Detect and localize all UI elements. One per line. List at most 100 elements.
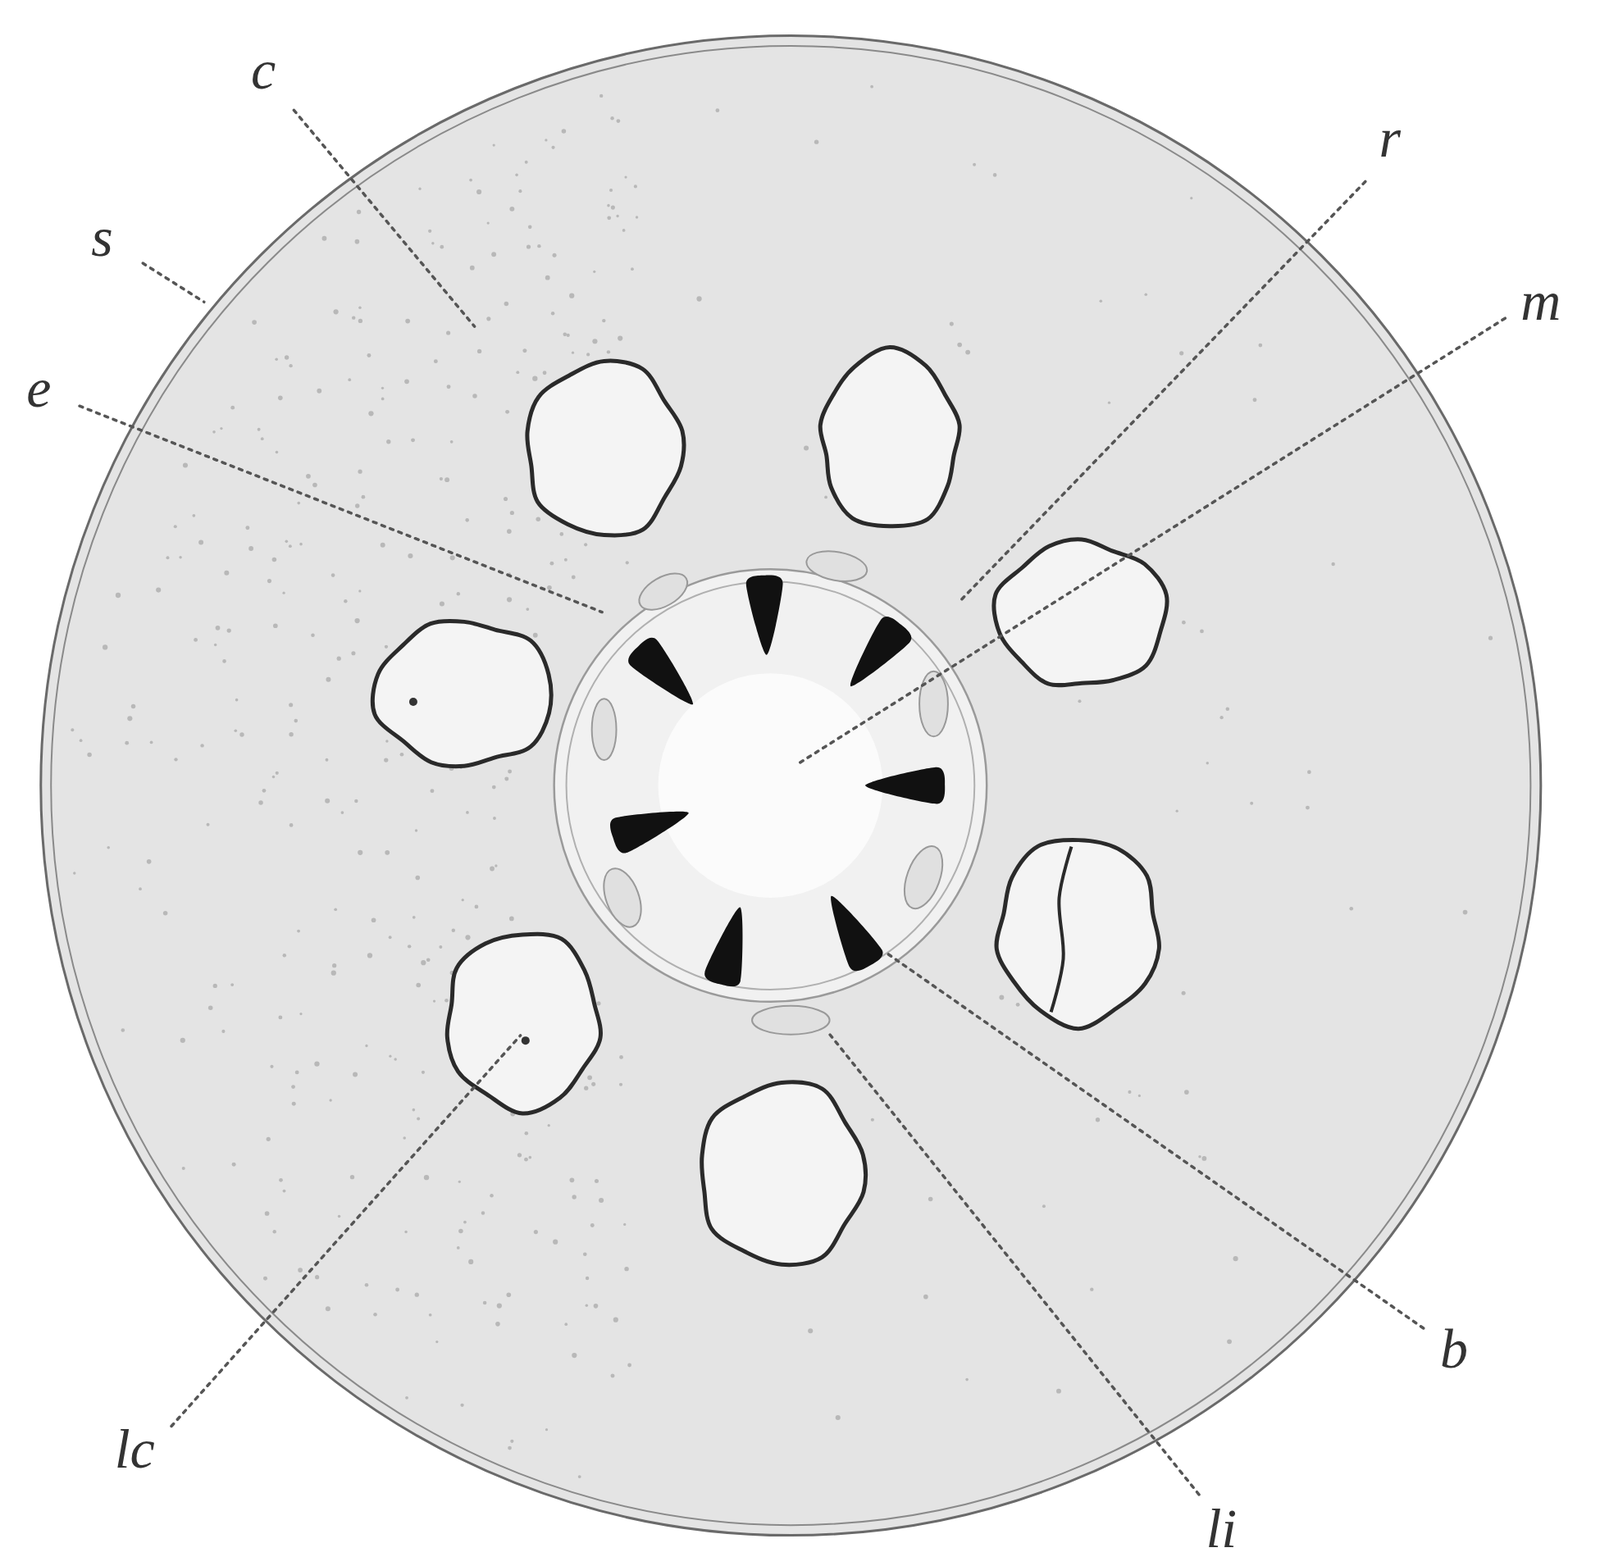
stipple-dot xyxy=(486,316,491,321)
stipple-dot xyxy=(1189,196,1193,200)
stipple-dot xyxy=(537,244,541,248)
metaxylem-vessel xyxy=(993,539,1167,686)
cortex-stipple xyxy=(70,85,1493,1479)
stipple-dot xyxy=(386,439,391,444)
part-label: s xyxy=(91,209,113,265)
stipple-dot xyxy=(613,1317,619,1323)
stipple-dot xyxy=(517,1153,522,1158)
stipple-dot xyxy=(295,1070,300,1075)
stipple-dot xyxy=(402,1136,406,1140)
stipple-dot xyxy=(282,592,285,595)
stipple-dot xyxy=(358,306,362,310)
stipple-dot xyxy=(325,1306,331,1312)
stipple-dot xyxy=(86,752,92,757)
stipple-dot xyxy=(542,370,548,375)
stipple-dot xyxy=(965,1378,969,1382)
stipple-dot xyxy=(494,864,497,867)
stipple-dot xyxy=(275,451,279,455)
stipple-dot xyxy=(258,800,264,806)
stipple-dot xyxy=(361,495,366,500)
stipple-dot xyxy=(564,558,568,562)
stipple-dot xyxy=(366,353,371,358)
stipple-dot xyxy=(285,540,289,544)
metaxylem-vessel xyxy=(527,360,684,536)
stipple-dot xyxy=(610,1374,616,1379)
stipple-dot xyxy=(633,184,638,188)
stipple-dot xyxy=(586,352,590,356)
stipple-dot xyxy=(593,1303,599,1309)
stipple-dot xyxy=(400,752,405,757)
stipple-dot xyxy=(337,1215,342,1219)
stipple-dot xyxy=(489,866,495,872)
stipple-dot xyxy=(504,301,510,307)
stipple-dot xyxy=(200,743,204,748)
stipple-dot xyxy=(415,983,421,989)
stipple-dot xyxy=(456,1246,461,1250)
stipple-dot xyxy=(357,469,362,475)
stipple-dot xyxy=(357,850,363,856)
metaxylem-vessel xyxy=(996,839,1160,1029)
protoxylem-wedge xyxy=(830,896,883,972)
stipple-dot xyxy=(273,1230,277,1234)
stipple-dot xyxy=(599,94,603,98)
stipple-dot xyxy=(524,1131,529,1136)
stipple-dot xyxy=(594,1179,599,1184)
protoxylem-wedge xyxy=(746,575,784,656)
stipple-dot xyxy=(404,1230,407,1234)
stipple-dot xyxy=(439,245,444,250)
stipple-dot xyxy=(472,393,478,399)
stipple-dot xyxy=(296,501,301,506)
stipple-dot xyxy=(505,1292,511,1298)
stipple-dot xyxy=(288,702,293,707)
stipple-dot xyxy=(439,601,445,607)
stipple-dot xyxy=(288,544,292,548)
xylem-wedges xyxy=(610,575,945,988)
stipple-dot xyxy=(423,1175,429,1181)
stipple-dot xyxy=(619,1055,624,1060)
stipple-dot xyxy=(299,542,303,547)
stipple-dot xyxy=(384,645,388,649)
stipple-dot xyxy=(1206,761,1209,765)
stipple-dot xyxy=(444,477,450,483)
stipple-dot xyxy=(476,189,482,195)
stipple-dot xyxy=(251,319,257,325)
stipple-dot xyxy=(506,528,512,534)
stipple-dot xyxy=(333,309,339,315)
stipple-dot xyxy=(297,1267,303,1273)
stipple-dot xyxy=(264,1211,270,1217)
stipple-dot xyxy=(230,983,234,987)
stipple-dot xyxy=(870,85,874,89)
stipple-dot xyxy=(364,1283,370,1288)
stipple-dot xyxy=(547,585,552,591)
part-label: m xyxy=(1520,273,1561,329)
stipple-dot xyxy=(223,570,229,576)
stipple-dot xyxy=(492,143,496,146)
stipple-dot xyxy=(491,251,497,257)
stipple-dot xyxy=(1198,1155,1201,1158)
protoxylem-wedge xyxy=(850,616,912,687)
stipple-dot xyxy=(481,1211,486,1216)
stipple-dot xyxy=(451,928,456,932)
stipple-dot xyxy=(528,225,533,230)
stipple-dot xyxy=(214,643,218,648)
stipple-dot xyxy=(562,332,567,337)
stipple-dot xyxy=(1307,770,1312,775)
stipple-dot xyxy=(623,1223,626,1227)
stipple-dot xyxy=(559,532,564,537)
stipple-dot xyxy=(463,1221,467,1225)
stipple-dot xyxy=(814,139,819,144)
stipple-dot xyxy=(446,330,451,335)
stipple-dot xyxy=(79,738,83,743)
stipple-dot xyxy=(314,1061,320,1067)
stipple-dot xyxy=(1181,991,1186,996)
stipple-dot xyxy=(355,503,360,508)
stipple-dot xyxy=(585,1276,589,1281)
stipple-dot xyxy=(1226,1339,1232,1345)
stipple-dot xyxy=(305,474,311,479)
stipple-dot xyxy=(262,788,267,794)
stipple-dot xyxy=(416,1117,420,1122)
stipple-dot xyxy=(325,677,331,683)
stipple-dot xyxy=(569,293,575,299)
